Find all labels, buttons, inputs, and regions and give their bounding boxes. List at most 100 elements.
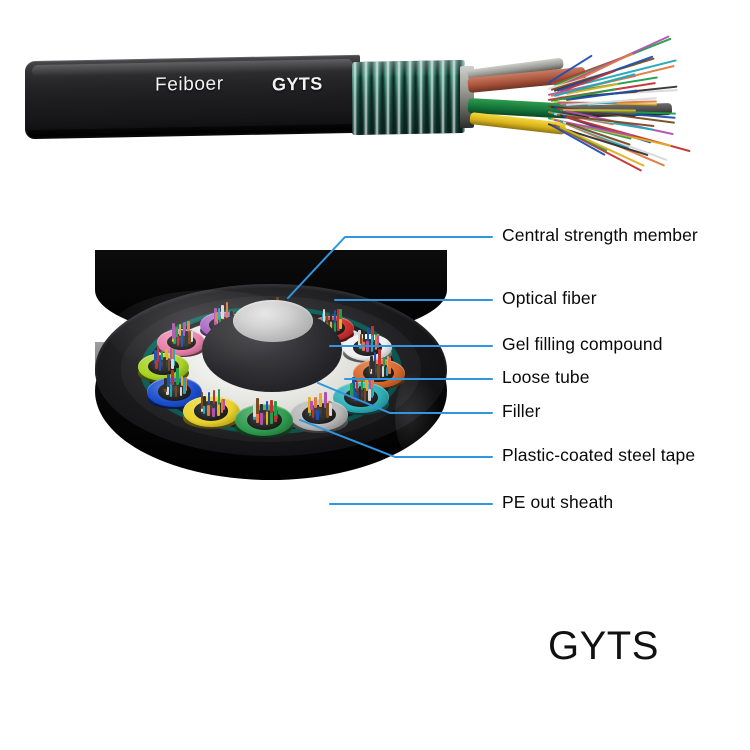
optical-fiber-strand: [180, 376, 184, 387]
optical-fiber-strand: [203, 395, 206, 406]
optical-fiber-strand: [385, 366, 389, 376]
optical-fiber-strand: [207, 392, 211, 405]
optical-fiber-strand: [326, 403, 329, 419]
optical-fiber-strand: [382, 356, 386, 367]
optical-fiber-strand: [322, 309, 326, 325]
cable-model-text: GYTS: [272, 73, 323, 95]
optical-fiber-strand: [217, 399, 220, 416]
optical-fiber-strand: [363, 388, 367, 403]
optical-fiber-strand: [354, 392, 357, 402]
optical-fiber-strand: [370, 334, 374, 352]
callout-label-gel-filling-compound: Gel filling compound: [502, 334, 663, 354]
optical-fiber-strand: [253, 403, 257, 418]
callout-label-optical-fiber: Optical fiber: [502, 288, 597, 308]
optical-fiber-strand: [172, 323, 176, 340]
optical-fiber-strand: [183, 378, 186, 395]
optical-fiber-strand: [154, 349, 157, 364]
optical-fiber-strand: [222, 399, 225, 411]
optical-fiber-strand: [366, 327, 370, 342]
optical-fiber-strand: [165, 349, 168, 361]
optical-fiber-strand: [156, 345, 160, 362]
optical-fiber-strand: [362, 330, 366, 343]
optical-fiber-strand: [171, 358, 174, 369]
loose-tube: [290, 391, 348, 433]
optical-fiber-strand: [329, 315, 333, 333]
optical-fiber-strand: [368, 360, 372, 372]
optical-fiber-strand: [174, 386, 178, 398]
optical-fiber-strand: [166, 373, 170, 387]
optical-fiber-strand: [358, 386, 362, 403]
optical-fiber-strand: [386, 356, 390, 369]
optical-fiber-strand: [169, 382, 173, 397]
optical-fiber-strand: [274, 410, 277, 422]
optical-fiber-strand: [372, 361, 376, 377]
optical-fiber-strand: [187, 321, 190, 338]
optical-fiber-strand: [274, 400, 277, 416]
optical-fiber-strand: [374, 335, 378, 351]
optical-fiber-strand: [377, 364, 380, 378]
optical-fiber-strand: [220, 400, 224, 414]
optical-fiber-strand: [255, 398, 259, 415]
optical-fiber-strand: [333, 317, 337, 333]
callout-label-loose-tube: Loose tube: [502, 367, 590, 387]
optical-fiber-strand: [368, 388, 371, 401]
optical-fiber-strand: [221, 305, 224, 320]
optical-fiber-strand: [184, 377, 188, 392]
optical-fiber-strand: [329, 402, 332, 416]
optical-fiber-strand: [206, 405, 210, 417]
optical-fiber-strand: [176, 368, 179, 385]
optical-fiber-strand: [378, 349, 381, 367]
optical-fiber-strand: [225, 302, 229, 320]
loose-tube: [137, 345, 189, 383]
loose-tube: [156, 321, 206, 358]
optical-fiber-strand: [260, 407, 263, 425]
optical-fiber-strand: [369, 365, 373, 375]
optical-fiber-strand: [179, 387, 183, 397]
cable-cross-section: [95, 250, 455, 540]
optical-fiber-strand: [270, 410, 274, 424]
optical-fiber-strand: [167, 358, 171, 371]
optical-fiber-strand: [176, 335, 180, 346]
optical-fiber-strand: [202, 401, 206, 415]
optical-fiber-strand: [373, 352, 377, 367]
optical-fiber-strand: [313, 396, 317, 408]
optical-fiber-strand: [339, 309, 342, 327]
optical-fiber-strand: [355, 382, 359, 392]
optical-fiber-strand: [265, 401, 269, 413]
optical-fiber-strand: [171, 370, 174, 386]
optical-fiber-strand: [180, 329, 184, 347]
optical-fiber-strand: [260, 403, 263, 413]
optical-fiber-strand: [308, 396, 311, 413]
optical-fiber-strand: [329, 311, 333, 323]
optical-fiber-strand: [215, 312, 218, 323]
optical-fiber-strand: [370, 356, 373, 369]
cable-brand-text: Feiboer: [155, 73, 224, 96]
model-title: GYTS: [548, 624, 659, 668]
optical-fiber-strand: [172, 349, 176, 367]
optical-fiber-strand: [163, 357, 166, 372]
optical-fiber-strand: [212, 407, 215, 417]
optical-fiber-strand: [217, 308, 221, 321]
optical-fiber-strand: [188, 331, 192, 345]
optical-fiber-strand: [316, 409, 319, 420]
optical-fiber-strand: [337, 308, 340, 324]
optical-fiber-strand: [309, 400, 313, 410]
optical-fiber-strand: [169, 348, 173, 362]
optical-fiber-strand: [388, 357, 391, 374]
optical-fiber-strand: [337, 317, 340, 331]
loose-tube: [182, 389, 240, 430]
optical-fiber-strand: [174, 327, 178, 338]
optical-fiber-strand: [339, 318, 342, 329]
optical-fiber-strand: [371, 325, 374, 342]
optical-fiber-strand: [155, 360, 158, 370]
optical-fiber-strand: [255, 412, 259, 423]
optical-fiber-strand: [311, 406, 315, 419]
optical-fiber-strand: [366, 341, 369, 353]
optical-fiber-strand: [183, 322, 186, 336]
optical-fiber-strand: [359, 334, 363, 345]
optical-fiber-strand: [212, 390, 216, 404]
optical-fiber-strand: [265, 409, 269, 425]
optical-fiber-strand: [333, 309, 337, 323]
optical-fiber-strand: [160, 351, 164, 361]
